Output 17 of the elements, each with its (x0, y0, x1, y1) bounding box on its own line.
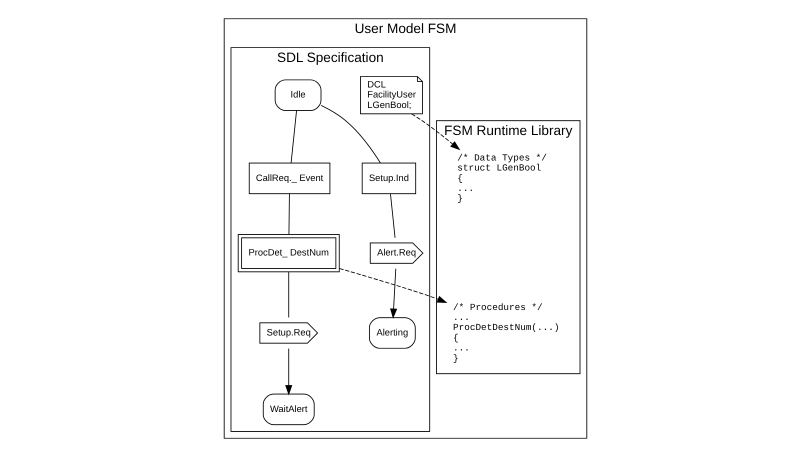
node-text: /* Data Types */ struct LGenBool { ... } (456, 152, 546, 204)
connector (288, 194, 290, 235)
connector (320, 105, 380, 164)
connector (288, 272, 289, 318)
node-box: ProcDet_ DestNum (237, 234, 340, 272)
arrow (390, 268, 397, 319)
node-box: WaitAlert (262, 394, 314, 426)
node-box: Setup.Ind (361, 162, 416, 194)
connector (290, 110, 296, 164)
node-box: Idle (274, 79, 321, 111)
arrow (338, 268, 447, 303)
arrow (284, 348, 292, 396)
node-box: Alerting (368, 317, 416, 349)
node-text: /* Procedures */ ... ProcDetDestNum(...) { ... } (452, 302, 559, 364)
node-box: CallReq._ Event (248, 162, 330, 194)
connector (390, 194, 395, 238)
arrow (410, 114, 460, 150)
